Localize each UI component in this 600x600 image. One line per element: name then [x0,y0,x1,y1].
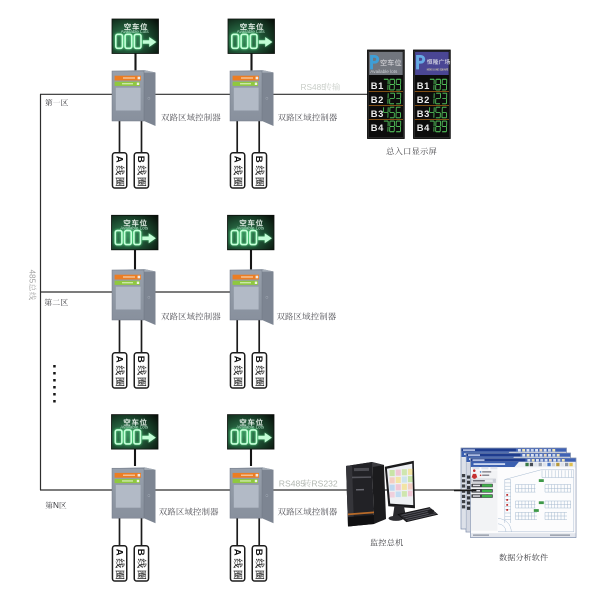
svg-text:RS485: RS485 [301,82,327,92]
svg-text:485: 485 [28,270,37,284]
svg-text:N: N [53,501,59,510]
svg-text:Available lots: Available lots [370,69,398,74]
svg-text:HENG LUNG SQUARE: HENG LUNG SQUARE [427,68,449,72]
svg-text:RS232: RS232 [311,479,337,489]
svg-text:RS485: RS485 [279,479,305,489]
